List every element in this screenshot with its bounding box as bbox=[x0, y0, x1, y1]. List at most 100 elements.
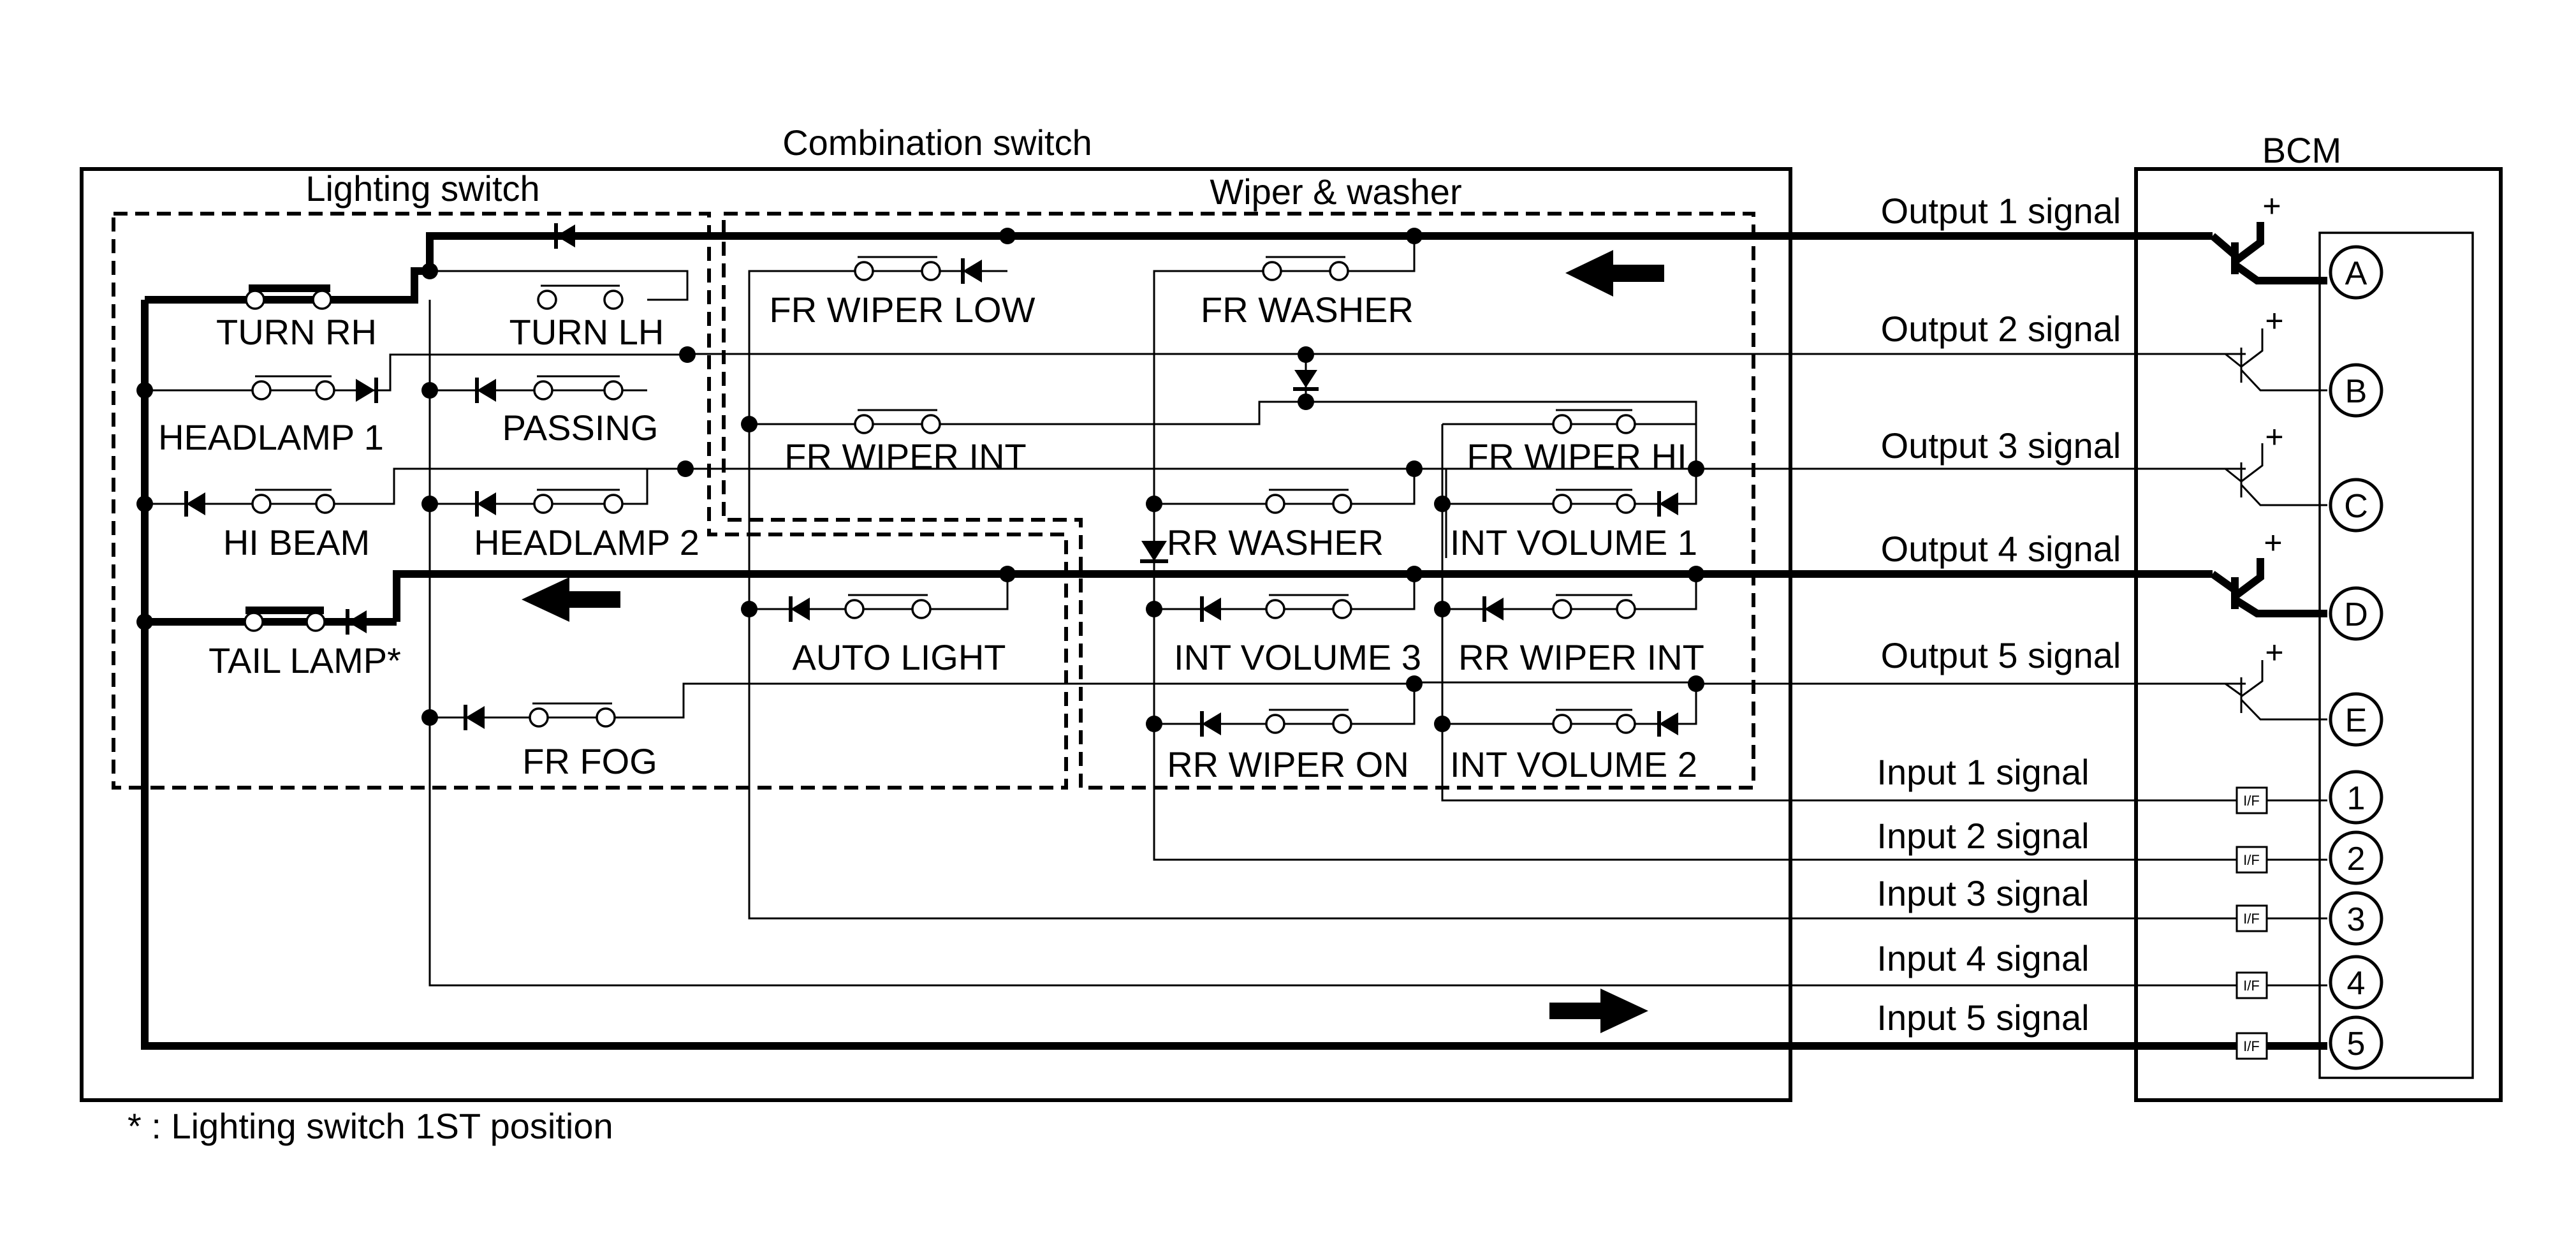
label-output-5-signal: Output 5 signal bbox=[1881, 635, 2121, 675]
terminal-2: 2 bbox=[2329, 830, 2383, 885]
svg-text:3: 3 bbox=[2347, 901, 2366, 938]
diode-headlamp-1 bbox=[356, 378, 378, 403]
wire-rr-washer bbox=[1154, 469, 1416, 505]
svg-text:I/F: I/F bbox=[2243, 978, 2260, 994]
wire-output-3 bbox=[689, 467, 2246, 558]
svg-text:+: + bbox=[2265, 419, 2283, 455]
wire-int-volume-3 bbox=[1154, 574, 1416, 610]
label-output-4-signal: Output 4 signal bbox=[1881, 529, 2121, 569]
svg-text:+: + bbox=[2264, 525, 2282, 561]
diode-fr-wiper-low bbox=[961, 258, 982, 284]
bcm-transistors: + + + + + bbox=[2210, 188, 2327, 721]
wire-turn-lh bbox=[430, 270, 689, 301]
svg-text:1: 1 bbox=[2347, 780, 2366, 817]
transistor-output-4: + bbox=[2210, 525, 2327, 617]
svg-text:B: B bbox=[2345, 373, 2367, 410]
diode-hi-beam bbox=[184, 491, 205, 517]
label-hi-beam: HI BEAM bbox=[223, 522, 370, 563]
label-passing: PASSING bbox=[502, 408, 659, 448]
diode-output-2-link bbox=[1293, 370, 1319, 391]
label-input-1-signal: Input 1 signal bbox=[1877, 752, 2089, 792]
junction-dot bbox=[1406, 675, 1423, 692]
label-fr-fog: FR FOG bbox=[522, 741, 657, 781]
junction-dot bbox=[1406, 460, 1423, 477]
arrow-left-icon bbox=[1565, 250, 1664, 297]
junction-dot bbox=[1688, 675, 1704, 692]
label-tail-lamp: TAIL LAMP* bbox=[209, 640, 401, 681]
svg-text:5: 5 bbox=[2347, 1026, 2366, 1063]
svg-text:+: + bbox=[2265, 635, 2283, 670]
diode-int-volume-3 bbox=[1200, 596, 1221, 622]
wire-auto-light bbox=[749, 574, 1009, 610]
diode-tail-lamp bbox=[346, 609, 367, 635]
junction-dot bbox=[1688, 566, 1704, 582]
switch-fr-washer bbox=[1262, 256, 1349, 281]
svg-text:D: D bbox=[2344, 596, 2368, 633]
wire-int-volume-2 bbox=[1442, 684, 1697, 725]
junction-dot bbox=[1146, 601, 1162, 617]
wire-hi-beam bbox=[145, 467, 685, 505]
switch-labels: TURN RH TURN LH HEADLAMP 1 PASSING HI BE… bbox=[158, 290, 1704, 784]
bcm-title: BCM bbox=[2262, 130, 2341, 170]
label-fr-washer: FR WASHER bbox=[1201, 290, 1414, 330]
label-input-5-signal: Input 5 signal bbox=[1877, 997, 2089, 1038]
junction-dot bbox=[1298, 394, 1314, 410]
junction-dot bbox=[679, 346, 696, 363]
label-headlamp-1: HEADLAMP 1 bbox=[158, 417, 384, 457]
junction-dot bbox=[1406, 228, 1423, 244]
svg-text:I/F: I/F bbox=[2243, 911, 2260, 927]
wire-headlamp-1 bbox=[145, 353, 2246, 392]
diode-rr-wiper-int bbox=[1482, 596, 1504, 622]
switch-turn-rh bbox=[245, 284, 332, 310]
junction-dot bbox=[741, 416, 757, 432]
junction-dot bbox=[421, 496, 438, 512]
interface-input-2: I/F bbox=[2236, 846, 2327, 874]
switch-tail-lamp bbox=[244, 607, 326, 632]
wire-output-4-main bbox=[393, 570, 2213, 622]
label-input-4-signal: Input 4 signal bbox=[1877, 938, 2089, 978]
bcm-connector-block bbox=[2318, 232, 2474, 1079]
diode-headlamp-2 bbox=[475, 491, 496, 517]
label-headlamp-2: HEADLAMP 2 bbox=[474, 522, 699, 563]
switch-fr-wiper-low bbox=[854, 256, 941, 281]
label-fr-wiper-int: FR WIPER INT bbox=[784, 436, 1027, 476]
label-turn-lh: TURN LH bbox=[509, 312, 664, 352]
wire-rr-wiper-on bbox=[1154, 684, 1416, 725]
switch-headlamp-1 bbox=[251, 375, 335, 401]
bcm-box bbox=[2134, 167, 2503, 1102]
label-turn-rh: TURN RH bbox=[216, 312, 377, 352]
label-fr-wiper-hi: FR WIPER HI bbox=[1467, 436, 1687, 476]
terminal-a: A bbox=[2329, 245, 2383, 300]
junction-dot bbox=[999, 566, 1016, 582]
transistor-output-1: + bbox=[2210, 188, 2327, 284]
junction-dot bbox=[421, 263, 438, 279]
switch-fr-wiper-int bbox=[854, 409, 941, 434]
junction-dot bbox=[1146, 716, 1162, 732]
svg-text:C: C bbox=[2344, 488, 2368, 525]
diode-int-volume-2 bbox=[1657, 711, 1678, 737]
switch-auto-light bbox=[844, 594, 932, 619]
junction-dot bbox=[677, 460, 694, 477]
label-fr-wiper-low: FR WIPER LOW bbox=[770, 290, 1036, 330]
wire-output-1-main bbox=[426, 232, 2213, 271]
lighting-switch-boundary bbox=[112, 212, 1068, 790]
interface-input-5: I/F bbox=[2236, 1032, 2327, 1060]
label-rr-washer: RR WASHER bbox=[1167, 522, 1384, 563]
svg-text:E: E bbox=[2345, 702, 2367, 739]
terminal-5: 5 bbox=[2329, 1015, 2383, 1070]
switch-hi-beam bbox=[251, 489, 335, 514]
junction-dot bbox=[1146, 496, 1162, 512]
switch-rr-wiper-int bbox=[1552, 594, 1636, 619]
switch-passing bbox=[533, 375, 624, 401]
footnote: * : Lighting switch 1ST position bbox=[128, 1106, 613, 1146]
terminal-1: 1 bbox=[2329, 770, 2383, 825]
junction-dot bbox=[421, 382, 438, 399]
combination-switch-box bbox=[80, 167, 1792, 1102]
junction-dot bbox=[1434, 716, 1451, 732]
arrow-right-icon bbox=[1549, 989, 1648, 1033]
wire-rr-wiper-int bbox=[1442, 574, 1697, 610]
diode-auto-light bbox=[789, 596, 810, 622]
svg-text:2: 2 bbox=[2347, 841, 2366, 878]
wire-fr-washer bbox=[1153, 236, 2248, 861]
